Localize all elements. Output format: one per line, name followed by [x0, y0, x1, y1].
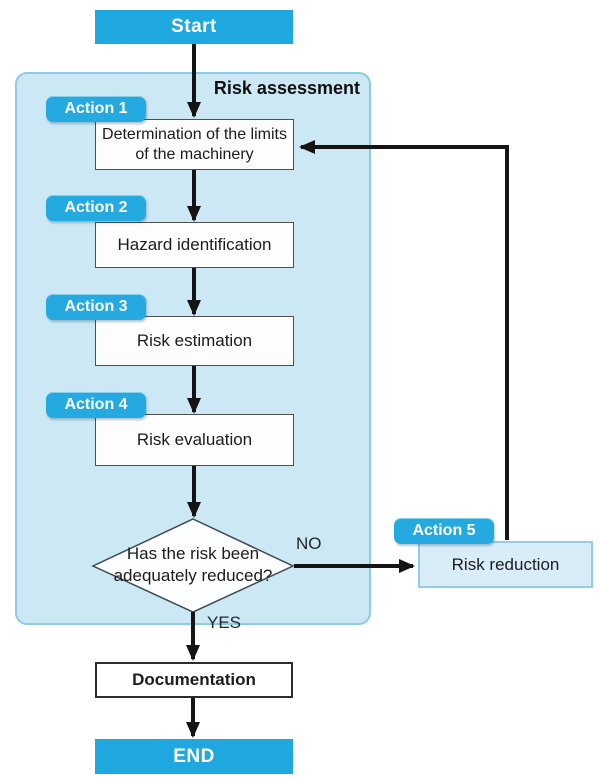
risk-reduction-box: Risk reduction: [418, 541, 593, 588]
documentation-box: Documentation: [95, 662, 293, 698]
process-box-hazard-identification: Hazard identification: [95, 222, 294, 268]
risk-reduction-label: Risk reduction: [451, 554, 560, 574]
action-5-badge: Action 5: [394, 518, 494, 544]
start-node: Start: [95, 10, 293, 44]
action-2-badge: Action 2: [46, 195, 146, 221]
no-branch-label: NO: [296, 534, 322, 553]
action-4-badge: Action 4: [46, 392, 146, 418]
start-label: Start: [171, 16, 217, 37]
action-3-badge: Action 3: [46, 294, 146, 320]
decision-diamond-label: Has the risk been adequately reduced?: [113, 544, 273, 586]
end-node: END: [95, 739, 293, 774]
process-box-risk-estimation: Risk estimation: [95, 316, 294, 366]
panel-title: Risk assessment: [213, 78, 360, 98]
process-box-limits-determination: Determination of the limits of the machi…: [95, 119, 294, 170]
yes-branch-label: YES: [207, 613, 242, 632]
action-1-badge: Action 1: [46, 96, 146, 122]
end-label: END: [173, 745, 215, 767]
process-box-risk-evaluation: Risk evaluation: [95, 414, 294, 466]
